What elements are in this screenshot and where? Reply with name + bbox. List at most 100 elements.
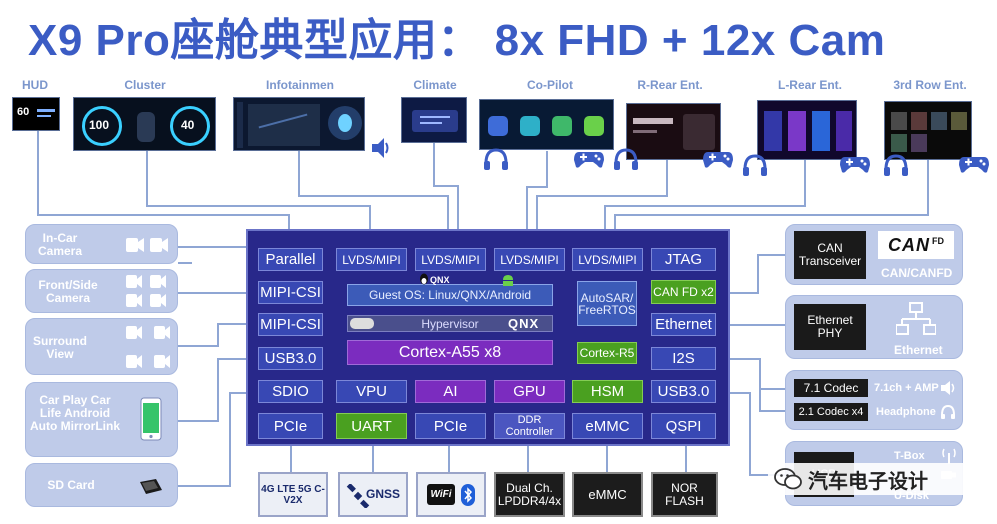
uart-interface: UART xyxy=(336,413,407,439)
sd-card-icon xyxy=(140,479,162,494)
usb30-left: USB3.0 xyxy=(258,347,323,370)
linux-icon xyxy=(420,273,428,285)
ddr-controller: DDR Controller xyxy=(494,413,565,439)
infotainment-screen xyxy=(233,97,365,151)
gamepad-icon xyxy=(703,152,733,168)
hsm-block: HSM xyxy=(572,380,643,403)
headphone-icon xyxy=(941,404,955,419)
hypervisor: Hypervisor xyxy=(347,315,553,332)
can-transceiver: CAN Transceiver xyxy=(794,231,866,279)
in-car-camera-label: In-Car Camera xyxy=(37,231,83,258)
can-logo: CAN FD xyxy=(878,231,954,259)
ethernet-block: Ethernet PHY Ethernet xyxy=(785,295,963,359)
headphone-icon xyxy=(484,148,508,170)
autosar-freertos: AutoSAR/ FreeRTOS xyxy=(577,281,637,326)
in-car-camera-block: In-Car Camera xyxy=(25,224,178,264)
front-side-camera-block: Front/Side Camera xyxy=(25,269,178,313)
camera-icon xyxy=(126,238,168,252)
surround-view-label: Surround View xyxy=(33,334,87,361)
can-logo-fd: FD xyxy=(932,236,944,246)
r-rear-screen xyxy=(626,103,721,160)
screen-label-l-rear: L-Rear Ent. xyxy=(777,78,842,92)
qnx-hypervisor-logo: QNX xyxy=(508,316,540,331)
headphone-label: Headphone xyxy=(876,406,936,418)
mipi-csi-1: MIPI-CSI xyxy=(258,281,323,304)
screen-label-cluster: Cluster xyxy=(124,78,166,92)
camera-icon xyxy=(126,275,166,307)
wechat-icon xyxy=(774,468,802,490)
bluetooth-icon xyxy=(460,483,475,506)
gamepad-icon xyxy=(574,152,604,168)
lvds-mipi-3: LVDS/MIPI xyxy=(494,248,565,271)
mipi-csi-2: MIPI-CSI xyxy=(258,313,323,336)
gamepad-icon xyxy=(959,157,989,173)
soc-block xyxy=(246,229,730,446)
sd-card-block: SD Card xyxy=(25,463,178,507)
can-logo-text: CAN xyxy=(888,234,930,255)
sd-card-label: SD Card xyxy=(47,478,95,492)
hud-speed: 60 xyxy=(17,106,30,118)
wifi-bt-module: WiFi xyxy=(416,472,486,517)
can-label: CAN/CANFD xyxy=(881,266,953,280)
screen-label-copilot: Co-Pilot xyxy=(527,78,573,92)
antenna-icon xyxy=(942,448,956,464)
network-icon xyxy=(896,302,936,335)
screen-label-r-rear: R-Rear Ent. xyxy=(637,78,703,92)
watermark-text: 汽车电子设计 xyxy=(808,470,928,493)
page-title: X9 Pro座舱典型应用： 8x FHD + 12x Cam xyxy=(28,16,886,65)
jtag-interface: JTAG xyxy=(651,248,716,271)
satellite-icon xyxy=(346,484,370,508)
android-icon xyxy=(503,275,513,286)
gnss-label: GNSS xyxy=(365,487,400,501)
ethernet-phy: Ethernet PHY xyxy=(794,304,866,350)
vpu-block: VPU xyxy=(336,380,407,403)
parallel-interface: Parallel xyxy=(258,248,323,271)
can-fd-interface: CAN FD x2 xyxy=(651,280,716,304)
front-side-camera-label: Front/Side Camera xyxy=(38,278,98,305)
lvds-mipi-2: LVDS/MIPI xyxy=(415,248,486,271)
camera-icon xyxy=(126,326,170,368)
screen-label-climate: Climate xyxy=(413,78,457,92)
watermark: 汽车电子设计 xyxy=(768,463,973,495)
pcie-interface-2: PCIe xyxy=(415,413,486,439)
smartphone-icon xyxy=(140,397,162,441)
climate-screen xyxy=(401,97,467,143)
pcie-interface-1: PCIe xyxy=(258,413,323,439)
headphone-icon xyxy=(614,148,638,170)
screen-label-hud: HUD xyxy=(22,78,48,92)
phone-projection-block: Car Play Car Life Android Auto MirrorLin… xyxy=(25,382,178,457)
cluster-speed-right: 40 xyxy=(181,118,195,132)
phone-projection-label: Car Play Car Life Android Auto MirrorLin… xyxy=(30,393,120,433)
emmc-storage: eMMC xyxy=(572,472,643,517)
gamepad-icon xyxy=(840,157,870,173)
cellular-modem: 4G LTE 5G C-V2X xyxy=(258,472,328,517)
gpu-block: GPU xyxy=(494,380,565,403)
emmc-interface: eMMC xyxy=(572,413,643,439)
headphone-icon xyxy=(884,154,908,176)
qnx-badge: QNX xyxy=(430,275,450,285)
lvds-mipi-4: LVDS/MIPI xyxy=(572,248,643,271)
surround-view-block: Surround View xyxy=(25,318,178,375)
codec-71: 7.1 Codec xyxy=(794,379,868,397)
cluster-speed-left: 100 xyxy=(89,118,110,132)
nor-flash: NOR FLASH xyxy=(651,472,718,517)
screen-label-3rd-row: 3rd Row Ent. xyxy=(893,78,967,92)
hud-screen: 60 xyxy=(12,97,60,131)
speaker-icon xyxy=(372,138,389,158)
ai-block: AI xyxy=(415,380,486,403)
amp-label: 7.1ch + AMP xyxy=(874,382,939,394)
hypervisor-logo-icon xyxy=(350,318,374,329)
cortex-a55-block: Cortex-A55 x8 xyxy=(347,340,553,365)
usb30-right: USB3.0 xyxy=(651,380,716,403)
can-block: CAN Transceiver CAN FD CAN/CANFD xyxy=(785,224,963,285)
i2s-interface: I2S xyxy=(651,347,716,370)
3rd-row-screen xyxy=(884,101,972,160)
copilot-screen xyxy=(479,99,614,150)
lvds-mipi-1: LVDS/MIPI xyxy=(336,248,407,271)
headphone-icon xyxy=(743,154,767,176)
sdio-interface: SDIO xyxy=(258,380,323,403)
audio-block: 7.1 Codec 2.1 Codec x4 7.1ch + AMP Headp… xyxy=(785,370,963,430)
lpddr-memory: Dual Ch. LPDDR4/4x xyxy=(494,472,565,517)
tbox-label: T-Box xyxy=(894,450,925,462)
gnss-module: GNSS xyxy=(338,472,408,517)
